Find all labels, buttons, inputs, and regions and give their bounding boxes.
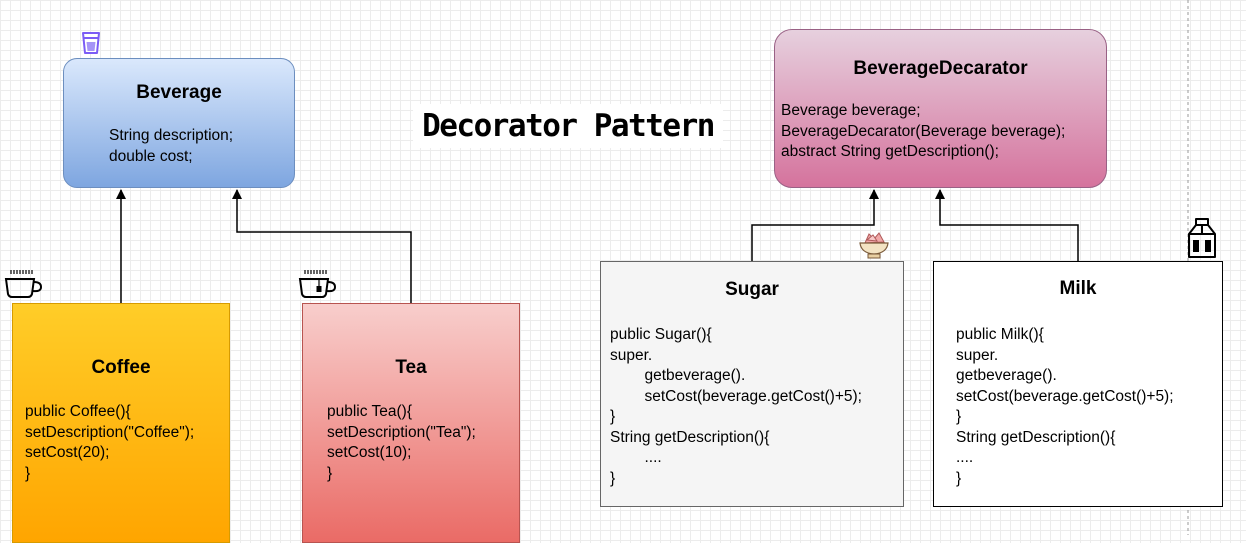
coffee-title: Coffee xyxy=(91,357,151,378)
beverage-title: Beverage xyxy=(136,82,222,103)
beverage-body: String description; double cost; xyxy=(109,127,234,165)
milk-body: public Milk(){ super. getbeverage(). set… xyxy=(956,326,1174,487)
milk-carton-icon xyxy=(1188,218,1216,258)
beverage-decorator-node[interactable]: BeverageDecarator Beverage beverage; Bev… xyxy=(774,29,1107,188)
diagram-title: Decorator Pattern xyxy=(413,104,723,148)
edge-milk-to-decorator xyxy=(935,189,1079,261)
edge-tea-to-beverage xyxy=(232,189,412,303)
coffee-node[interactable]: Coffee public Coffee(){ setDescription("… xyxy=(12,303,230,543)
coffee-cup-icon xyxy=(4,270,43,298)
sugar-body: public Sugar(){ super. getbeverage(). se… xyxy=(610,326,862,487)
sugar-node[interactable]: Sugar public Sugar(){ super. getbeverage… xyxy=(600,261,904,507)
milk-node[interactable]: Milk public Milk(){ super. getbeverage()… xyxy=(933,261,1223,507)
tea-body: public Tea(){ setDescription("Tea"); set… xyxy=(327,403,476,482)
sugar-title: Sugar xyxy=(725,279,779,300)
decorator-title: BeverageDecarator xyxy=(853,58,1028,79)
edge-sugar-to-decorator xyxy=(751,189,879,261)
tea-title: Tea xyxy=(395,357,427,378)
decorator-body: Beverage beverage; BeverageDecarator(Bev… xyxy=(781,102,1066,160)
sugar-bowl-icon xyxy=(859,232,889,259)
beverage-cup-icon xyxy=(82,32,100,54)
tea-cup-icon xyxy=(298,270,337,298)
milk-title: Milk xyxy=(1059,278,1097,299)
beverage-node[interactable]: Beverage String description; double cost… xyxy=(63,58,295,188)
tea-node[interactable]: Tea public Tea(){ setDescription("Tea");… xyxy=(302,303,520,543)
coffee-body: public Coffee(){ setDescription("Coffee"… xyxy=(25,403,195,482)
